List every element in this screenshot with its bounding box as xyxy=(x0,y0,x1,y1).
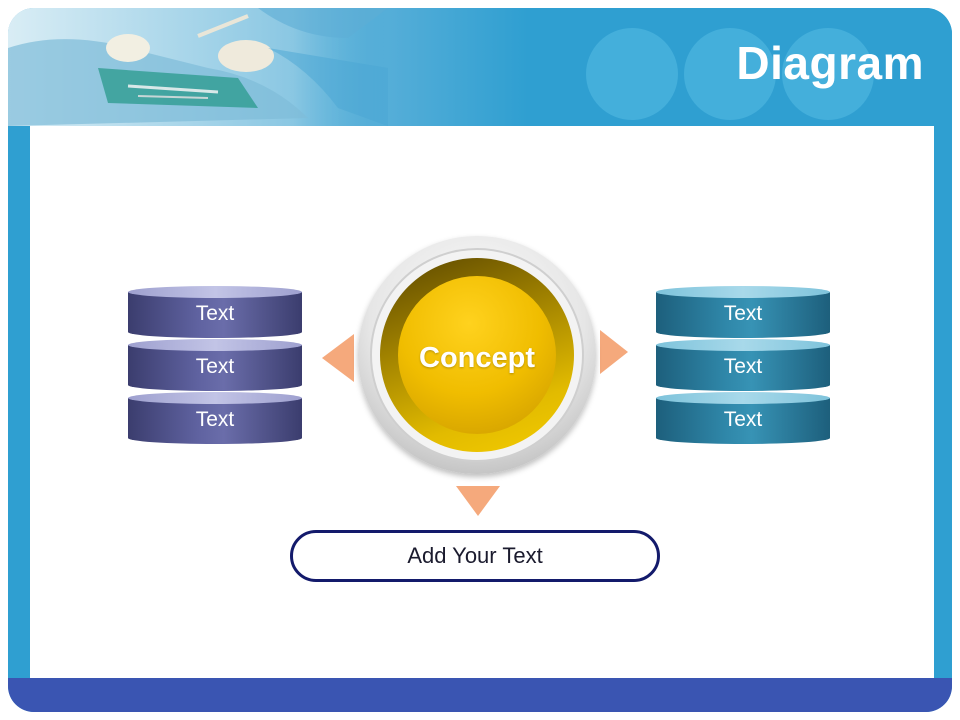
concept-label: Concept xyxy=(419,342,535,374)
right-cylinder-3: Text xyxy=(656,392,830,450)
concept-circle: Concept xyxy=(358,236,596,474)
left-cylinder-label: Text xyxy=(195,302,235,325)
left-cylinder-label: Text xyxy=(195,408,235,431)
header-band: Diagram xyxy=(8,8,952,126)
decor-circle-2 xyxy=(684,28,776,120)
add-your-text-box: Add Your Text xyxy=(290,530,660,582)
arrow-down-icon xyxy=(456,486,500,516)
concept-core xyxy=(398,276,556,434)
right-stack: Text Text Text xyxy=(656,286,830,450)
left-stack: Text Text Text xyxy=(128,286,302,450)
footer-band xyxy=(8,678,952,712)
right-cylinder-2: Text xyxy=(656,339,830,397)
arrow-left-icon xyxy=(322,334,354,382)
left-cylinder-3: Text xyxy=(128,392,302,450)
slide-title: Diagram xyxy=(736,37,924,89)
right-cylinder-label: Text xyxy=(723,355,763,378)
surgery-photo xyxy=(8,8,388,126)
decor-circle-1 xyxy=(586,28,678,120)
right-cylinder-label: Text xyxy=(723,302,763,325)
left-cylinder-label: Text xyxy=(195,355,235,378)
decor-circle-3 xyxy=(782,28,874,120)
right-cylinder-label: Text xyxy=(723,408,763,431)
left-cylinder-1: Text xyxy=(128,286,302,344)
left-cylinder-2: Text xyxy=(128,339,302,397)
arrow-right-icon xyxy=(600,330,628,374)
right-cylinder-1: Text xyxy=(656,286,830,344)
